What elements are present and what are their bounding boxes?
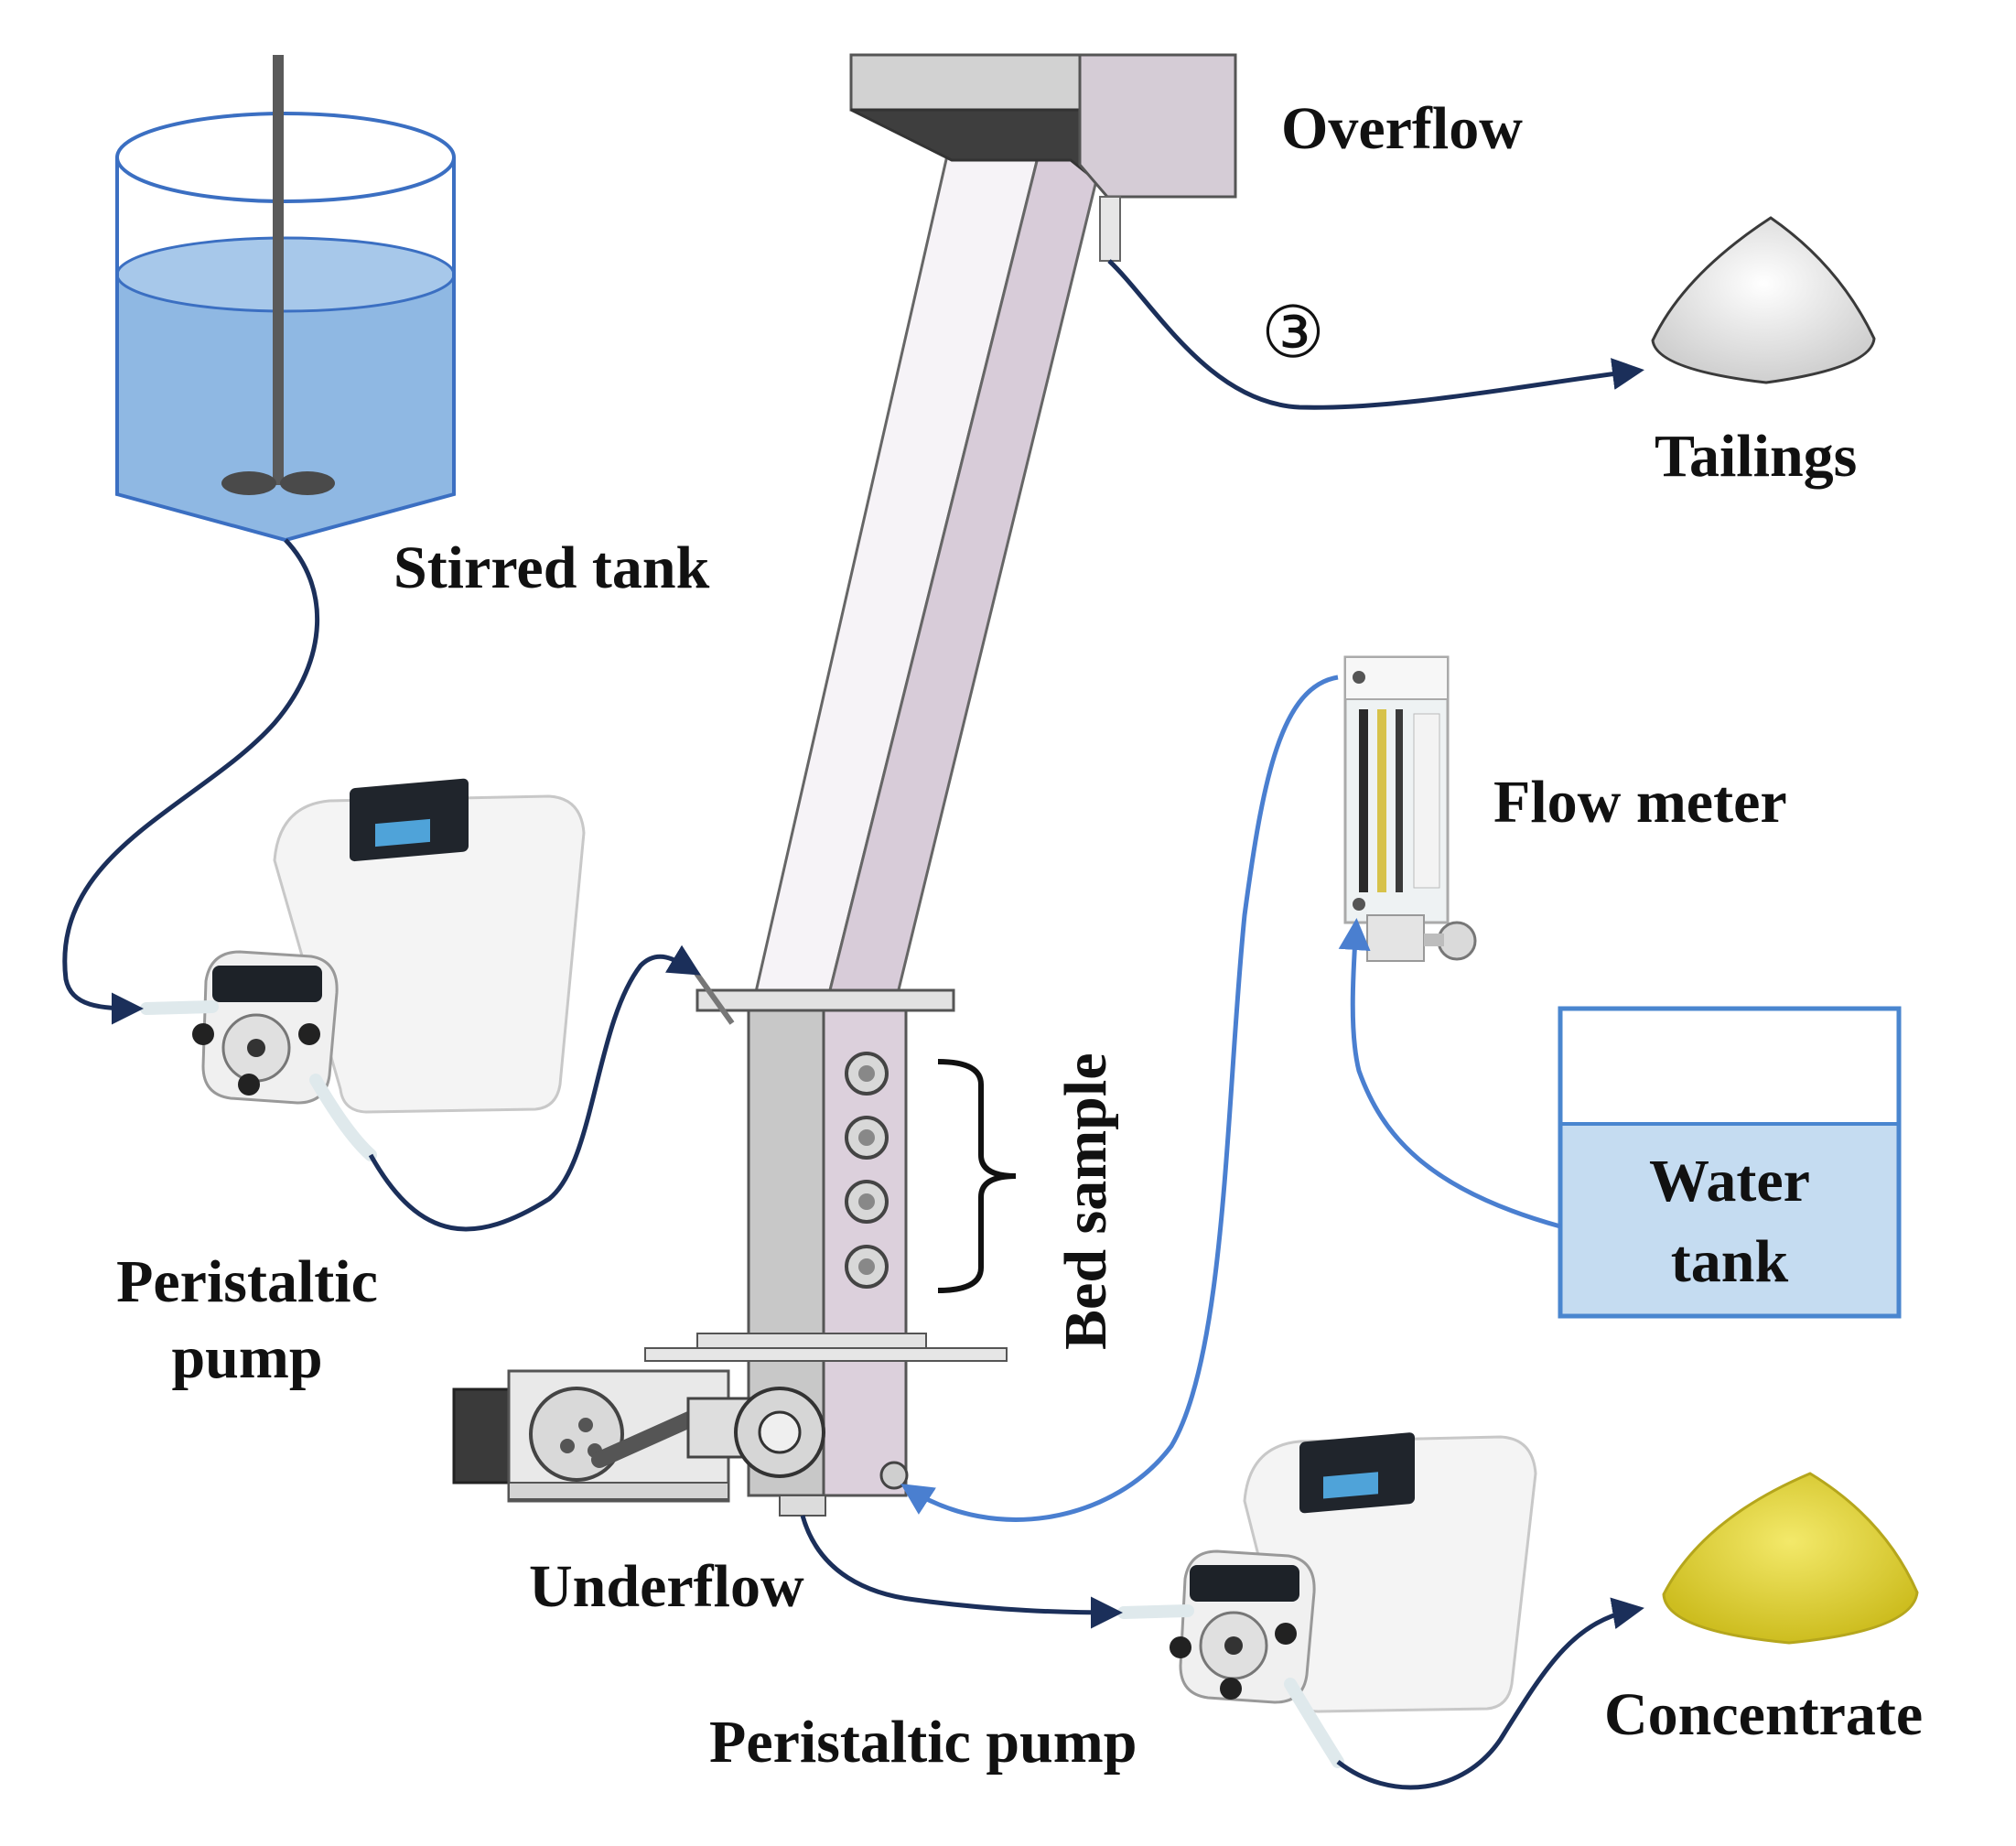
peristaltic-pump-bottom: [1117, 1432, 1537, 1768]
underflow-outlet: [779, 1495, 826, 1517]
pump-knob-bottom: [1170, 1636, 1191, 1658]
label-concentrate: Concentrate: [1604, 1681, 1923, 1748]
connecting-rod: [591, 1409, 704, 1468]
water-tank: [1558, 1006, 1902, 1319]
overflow-outlet: [1099, 196, 1121, 262]
pipe-flowmeter-to-column: [900, 675, 1339, 1522]
pump-knob-left: [192, 1023, 214, 1045]
bottom-flange-upper: [696, 1333, 927, 1349]
tank-water: [117, 275, 454, 540]
stirrer-shaft: [273, 55, 284, 485]
label-tailings: Tailings: [1655, 423, 1857, 490]
pipe-underflow-to-pump: [800, 1515, 1123, 1629]
pipe-watertank-to-flowmeter: [1338, 918, 1561, 1229]
stream-marker: ③: [1261, 292, 1325, 374]
water-tank-fill: [1560, 1124, 1899, 1316]
bed-sample-bracket: [937, 1059, 1017, 1293]
label-water-tank-line1: Water: [1649, 1148, 1810, 1214]
pump-display-left: [350, 778, 469, 862]
pipe-pump-to-column: [368, 945, 702, 1232]
water-tank-outline: [1558, 1006, 1902, 1319]
flotation-column: [644, 53, 1237, 1517]
label-peristaltic-pump-left-line2: pump: [171, 1324, 322, 1391]
tank-rim: [115, 112, 456, 203]
mechanism-base: [508, 1482, 729, 1500]
pump-display-bottom: [1299, 1432, 1415, 1514]
pump-body-left: [273, 794, 586, 1114]
pipe-overflow-to-tailings: [1107, 259, 1644, 410]
pipe-pump-to-concentrate: [1336, 1597, 1644, 1790]
drive-mechanism: [452, 1369, 825, 1503]
impeller-blade-right: [280, 471, 335, 495]
label-water-tank-line2: tank: [1671, 1228, 1789, 1295]
label-overflow: Overflow: [1281, 95, 1523, 162]
bottom-flange-lower: [644, 1347, 1008, 1362]
label-bed-sample: Bed sample: [1052, 1053, 1119, 1350]
label-flow-meter: Flow meter: [1493, 769, 1787, 836]
motor-body: [452, 1387, 511, 1484]
sample-ports: [845, 1052, 889, 1289]
feed-inlet-pipe: [693, 970, 735, 1025]
flow-meter-valve-block: [1366, 914, 1425, 962]
tailings-cone: [1651, 216, 1876, 384]
flow-meter: [1343, 655, 1477, 962]
stirred-tank: [115, 55, 456, 543]
overflow-launder-side: [1078, 53, 1237, 199]
water-inlet-port: [879, 1461, 909, 1490]
label-peristaltic-pump-bottom: Peristaltic pump: [709, 1709, 1137, 1776]
slurry-pipes: [62, 259, 1644, 1790]
impeller-blade-left: [221, 471, 276, 495]
peristaltic-pump-left: [140, 778, 586, 1161]
pump-tube-left: [140, 1000, 219, 1015]
label-underflow: Underflow: [529, 1553, 804, 1620]
tank-water-surface: [115, 236, 456, 313]
concentrate-cone: [1662, 1472, 1919, 1645]
feed-flange: [695, 988, 955, 1012]
water-pipes: [900, 675, 1561, 1522]
crank-wheel: [529, 1387, 624, 1482]
tailings-pile: [1651, 216, 1876, 384]
label-stirred-tank: Stirred tank: [393, 534, 710, 601]
label-peristaltic-pump-left-line1: Peristaltic: [116, 1248, 378, 1315]
concentrate-pile: [1662, 1472, 1919, 1645]
pipe-tank-to-pump: [62, 538, 319, 1025]
